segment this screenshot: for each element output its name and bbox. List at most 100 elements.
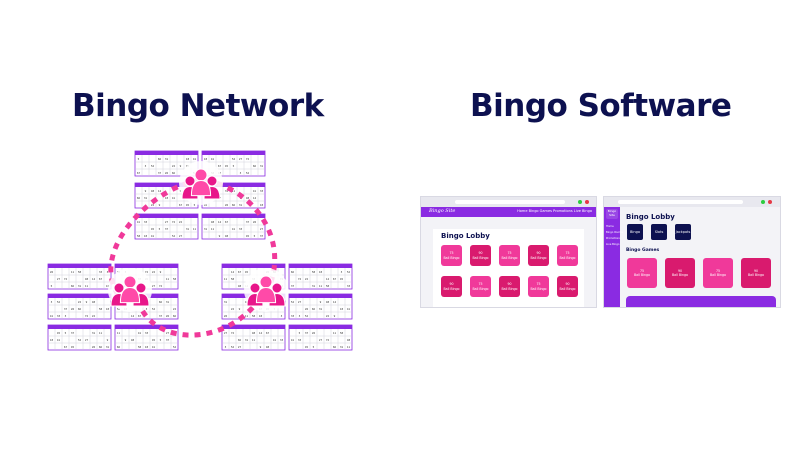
game-tile[interactable] xyxy=(470,307,491,308)
svg-text:45: 45 xyxy=(305,345,309,349)
svg-text:11: 11 xyxy=(232,189,236,193)
svg-text:11: 11 xyxy=(333,331,337,335)
svg-text:31: 31 xyxy=(144,196,148,200)
svg-text:60: 60 xyxy=(253,164,257,168)
svg-text:31: 31 xyxy=(312,284,316,288)
svg-text:18: 18 xyxy=(50,338,54,342)
svg-text:9: 9 xyxy=(260,345,262,349)
tile-label: Ball Bingo xyxy=(559,255,576,260)
category-button[interactable]: Slots xyxy=(651,224,667,240)
svg-text:67: 67 xyxy=(333,277,337,281)
svg-text:3: 3 xyxy=(145,164,147,168)
game-tile[interactable] xyxy=(441,307,462,308)
bingo-network-diagram: 5603118413522294867372660581841522772674… xyxy=(47,150,353,351)
svg-text:60: 60 xyxy=(333,345,337,349)
svg-text:41: 41 xyxy=(291,338,295,342)
svg-text:48: 48 xyxy=(266,345,270,349)
svg-text:41: 41 xyxy=(232,227,236,231)
svg-text:26: 26 xyxy=(165,171,169,175)
svg-text:60: 60 xyxy=(158,157,162,161)
svg-text:31: 31 xyxy=(260,164,264,168)
svg-text:67: 67 xyxy=(138,314,142,318)
svg-text:37: 37 xyxy=(64,307,68,311)
game-tile[interactable] xyxy=(557,307,578,308)
svg-text:41: 41 xyxy=(106,284,110,288)
svg-text:60: 60 xyxy=(117,345,121,349)
svg-text:45: 45 xyxy=(204,203,208,207)
game-tile[interactable] xyxy=(528,307,549,308)
svg-text:5: 5 xyxy=(233,164,235,168)
sidebar-item[interactable]: Promotions xyxy=(606,237,621,240)
svg-text:37: 37 xyxy=(305,331,309,335)
svg-text:41: 41 xyxy=(193,157,197,161)
svg-text:27: 27 xyxy=(319,338,323,342)
svg-text:52: 52 xyxy=(246,171,250,175)
people-group-icon xyxy=(244,268,288,312)
svg-text:14: 14 xyxy=(231,270,235,274)
svg-text:48: 48 xyxy=(246,196,250,200)
svg-text:22: 22 xyxy=(231,307,235,311)
site-nav-links: Home Bingo Games Promotions Live Bingo xyxy=(517,209,592,213)
svg-text:26: 26 xyxy=(224,314,228,318)
category-button[interactable]: Jackpots xyxy=(675,224,691,240)
svg-text:18: 18 xyxy=(144,234,148,238)
svg-text:27: 27 xyxy=(85,338,89,342)
svg-text:33: 33 xyxy=(144,220,148,224)
sidebar-item[interactable]: Bingo Rooms xyxy=(606,231,623,234)
tile-number: 75 xyxy=(449,251,454,255)
svg-text:18: 18 xyxy=(245,300,249,304)
svg-text:31: 31 xyxy=(319,307,323,311)
svg-text:27: 27 xyxy=(152,284,156,288)
svg-text:41: 41 xyxy=(137,220,141,224)
svg-text:14: 14 xyxy=(92,277,96,281)
svg-text:9: 9 xyxy=(125,338,127,342)
svg-text:58: 58 xyxy=(117,307,121,311)
svg-text:72: 72 xyxy=(172,220,176,224)
svg-text:41: 41 xyxy=(273,338,277,342)
svg-text:3: 3 xyxy=(299,314,301,318)
svg-text:58: 58 xyxy=(99,307,103,311)
svg-text:9: 9 xyxy=(86,300,88,304)
svg-text:11: 11 xyxy=(347,345,351,349)
svg-text:22: 22 xyxy=(326,314,330,318)
svg-text:45: 45 xyxy=(340,277,344,281)
svg-text:31: 31 xyxy=(166,300,170,304)
bingo-site-mockup: Bingo Site Home Bingo Games Promotions L… xyxy=(420,196,597,308)
window-dot-red xyxy=(768,200,772,204)
svg-text:5: 5 xyxy=(254,234,256,238)
lobby-title: Bingo Lobby xyxy=(441,232,490,240)
svg-text:14: 14 xyxy=(333,300,337,304)
svg-text:27: 27 xyxy=(239,157,243,161)
category-button[interactable]: Bingo xyxy=(627,224,643,240)
svg-text:18: 18 xyxy=(319,270,323,274)
sidebar-item[interactable]: Home xyxy=(606,225,614,228)
svg-text:18: 18 xyxy=(204,157,208,161)
people-group-icon xyxy=(108,268,152,312)
svg-text:11: 11 xyxy=(319,284,323,288)
game-tile[interactable] xyxy=(499,307,520,308)
browser-bar xyxy=(421,197,596,207)
bingo-network-heading: Bingo Network xyxy=(72,88,324,124)
sidebar-item[interactable]: Live Bingo xyxy=(606,243,620,246)
svg-text:67: 67 xyxy=(137,171,141,175)
svg-text:27: 27 xyxy=(298,300,302,304)
tile-label: Ball Bingo xyxy=(472,255,489,260)
svg-text:31: 31 xyxy=(245,338,249,342)
svg-text:11: 11 xyxy=(85,284,89,288)
svg-text:60: 60 xyxy=(232,203,236,207)
